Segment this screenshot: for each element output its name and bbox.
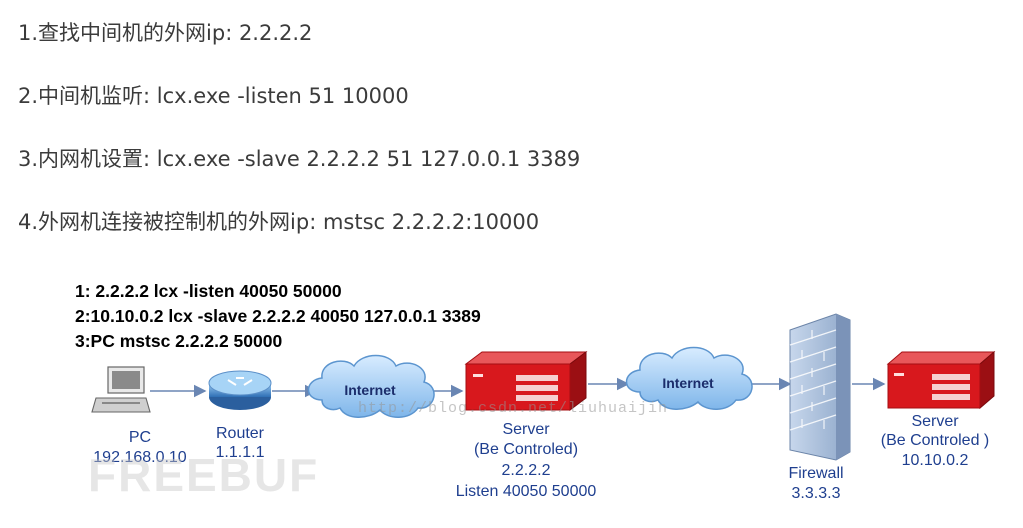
step-3: 3.内网机设置: lcx.exe -slave 2.2.2.2 51 127.0… bbox=[18, 147, 581, 171]
internet-cloud-1 bbox=[307, 354, 435, 418]
server2-role: (Be Controled ) bbox=[880, 432, 990, 449]
diagram-command-3: 3:PC mstsc 2.2.2.2 50000 bbox=[75, 331, 283, 351]
server1-label: Server bbox=[502, 421, 550, 438]
server1-role: (Be Controled) bbox=[473, 441, 579, 458]
router-ip: 1.1.1.1 bbox=[215, 444, 265, 461]
diagram-command-1: 1: 2.2.2.2 lcx -listen 40050 50000 bbox=[75, 281, 342, 301]
server-icon-1 bbox=[464, 351, 588, 411]
step-1: 1.查找中间机的外网ip: 2.2.2.2 bbox=[18, 21, 313, 45]
url-watermark: http://blog.csdn.net/liuhuaijin bbox=[358, 400, 669, 417]
internet-label-2: Internet bbox=[662, 375, 714, 391]
pc-icon bbox=[91, 366, 151, 413]
server-icon-2 bbox=[886, 350, 996, 410]
internet-label-1: Internet bbox=[344, 382, 396, 398]
firewall-ip: 3.3.3.3 bbox=[791, 485, 841, 502]
router-label: Router bbox=[215, 425, 265, 442]
internet-cloud-2 bbox=[625, 346, 753, 410]
pc-label: PC bbox=[128, 429, 152, 446]
step-2: 2.中间机监听: lcx.exe -listen 51 10000 bbox=[18, 84, 409, 108]
server2-label: Server bbox=[911, 413, 959, 430]
diagram-command-2: 2:10.10.0.2 lcx -slave 2.2.2.2 40050 127… bbox=[75, 306, 481, 326]
server1-listen: Listen 40050 50000 bbox=[455, 483, 597, 500]
firewall-label: Firewall bbox=[788, 465, 844, 482]
step-4: 4.外网机连接被控制机的外网ip: mstsc 2.2.2.2:10000 bbox=[18, 210, 540, 234]
server2-ip: 10.10.0.2 bbox=[901, 452, 969, 469]
router-icon bbox=[208, 370, 272, 410]
firewall-icon bbox=[789, 313, 851, 461]
pc-ip: 192.168.0.10 bbox=[93, 449, 187, 466]
freebuf-logo-watermark: FREEBUF bbox=[88, 449, 320, 501]
server1-ip: 2.2.2.2 bbox=[501, 462, 551, 479]
